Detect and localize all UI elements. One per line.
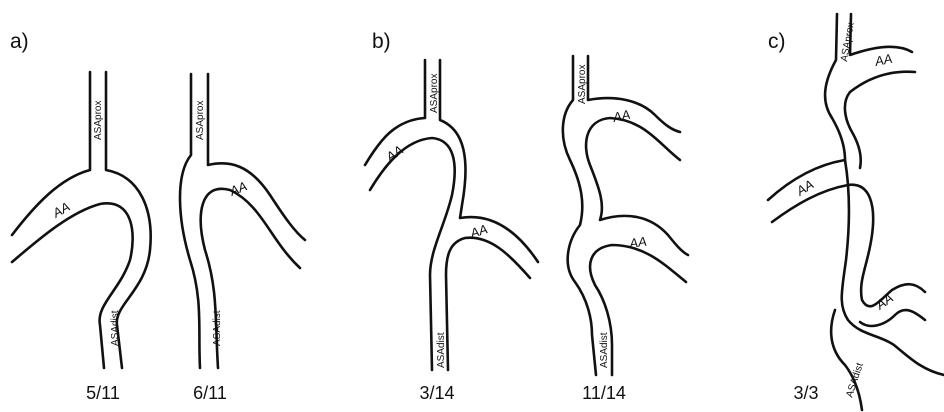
ratio-label: 11/14 [582,383,626,403]
diagram-c1: ASAprox AA AA AA ASAdist 3/3 [768,14,944,410]
aa-lower-label: AA [627,234,647,251]
aa-top-label: AA [873,51,894,69]
vessel-wall-lower-branch [860,310,925,326]
asa-prox-label: ASAprox [839,22,857,63]
panel-c-label: c) [768,30,786,53]
asa-prox-label: ASAprox [93,101,104,140]
vessel-wall-lower-outer [842,160,944,375]
vessel-wall-right [208,74,305,240]
diagram-b1: ASAprox AA AA ASAdist 3/14 [365,60,538,403]
asa-dist-label: ASAdist [110,310,121,346]
panel-a-label: a) [10,30,29,53]
asa-prox-label: ASAprox [577,65,588,104]
ratio-label: 6/11 [193,383,227,403]
ratio-label: 3/14 [419,383,454,403]
panel-a: a) ASAprox AA ASAdist 5/11 ASAprox AA AS… [10,30,305,403]
asa-prox-label: ASAprox [429,74,440,113]
aa-upper-label: AA [382,142,406,165]
vessel-wall-top-inner [845,72,915,168]
diagram-a2: ASAprox AA ASAdist 6/11 [180,74,305,403]
diagram-b2: ASAprox AA AA ASAdist 11/14 [563,56,688,403]
asa-dist-label: ASAdist [436,332,447,368]
panel-b-label: b) [372,30,391,53]
vessel-wall-inner-lower [446,238,530,370]
vessel-wall-right [850,14,912,55]
ratio-label: 3/3 [793,383,818,403]
diagram-a1: ASAprox AA ASAdist 5/11 [12,72,151,403]
asa-dist-label: ASAdist [599,332,610,368]
aa-low-label: AA [872,290,896,313]
asa-dist-label: ASAdist [212,310,223,346]
ratio-label: 5/11 [86,383,120,403]
aa-label: AA [227,178,250,199]
panel-c: c) ASAprox AA AA AA ASAdist 3/3 [768,14,944,410]
panel-b: b) ASAprox AA AA ASAdist 3/14 ASAprox AA… [365,30,688,403]
asa-prox-label: ASAprox [195,101,206,140]
